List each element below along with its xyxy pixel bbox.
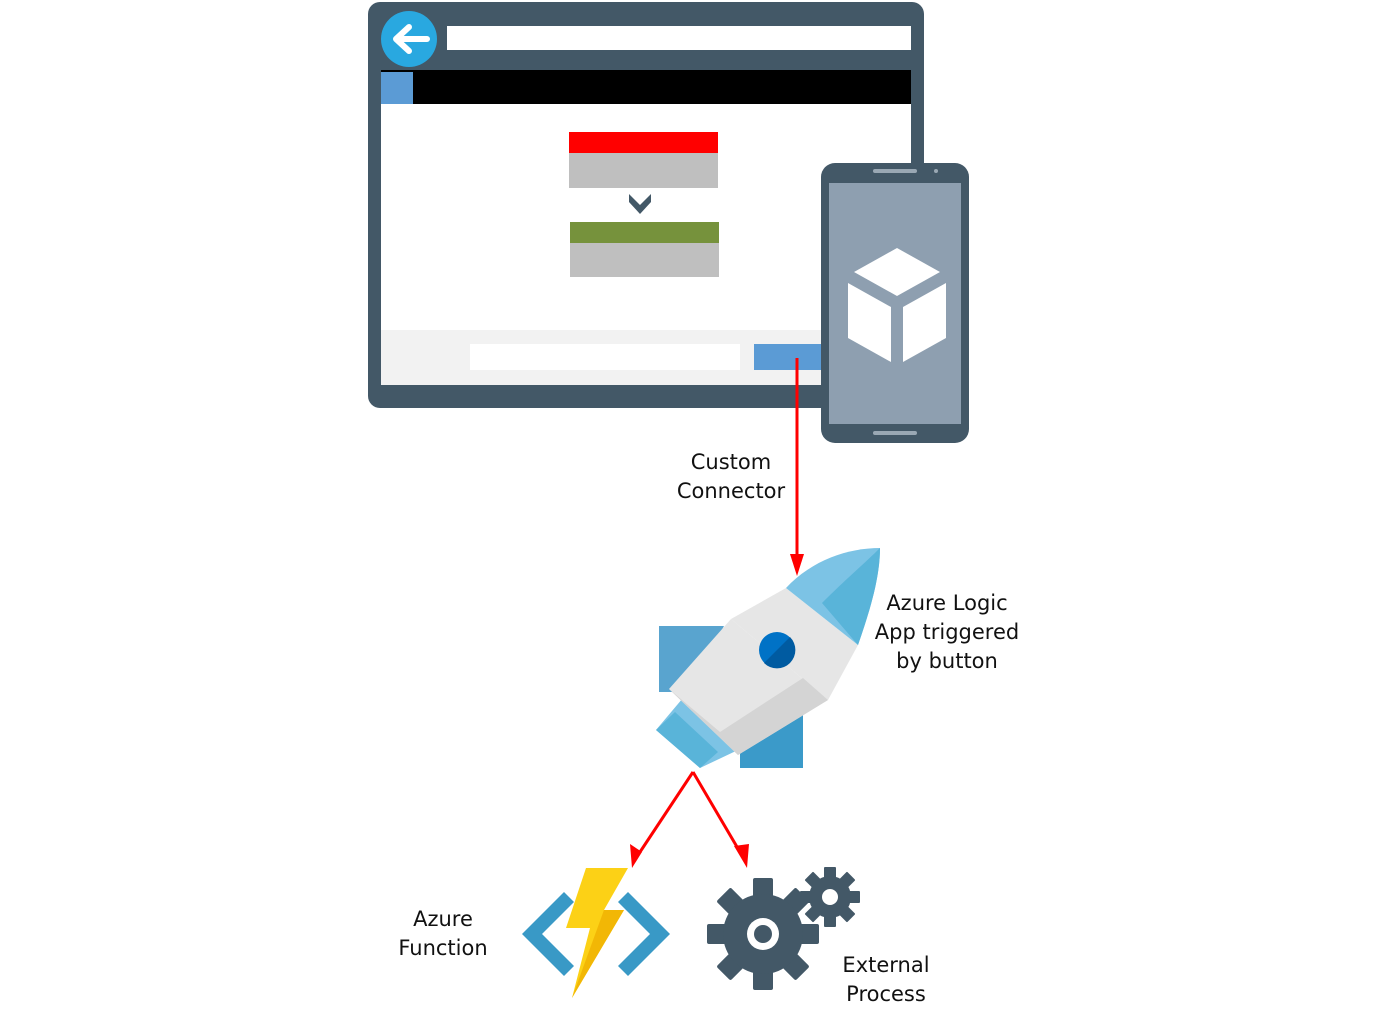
phone bbox=[821, 163, 969, 443]
logic-app-label-line1: Azure Logic bbox=[886, 591, 1008, 615]
external-process-label-line2: Process bbox=[846, 982, 926, 1006]
large-gear-icon bbox=[707, 878, 819, 990]
azure-function-label-line2: Function bbox=[398, 936, 488, 960]
chevron-down-icon bbox=[629, 194, 651, 214]
connector-arrow bbox=[790, 358, 804, 576]
logic-app-label-line2: App triggered bbox=[874, 620, 1020, 644]
small-gear-icon bbox=[800, 867, 860, 927]
azure-function-icon bbox=[522, 868, 670, 998]
gears-icon bbox=[707, 867, 860, 990]
azure-function-label: Azure Function bbox=[388, 905, 498, 963]
arrow-to-function bbox=[630, 771, 695, 868]
custom-connector-label-line1: Custom bbox=[690, 450, 772, 474]
toolbar-tab bbox=[381, 72, 413, 104]
external-process-label: External Process bbox=[830, 951, 942, 1009]
azure-function-label-line1: Azure bbox=[413, 907, 473, 931]
toolbar-bar bbox=[381, 70, 911, 104]
back-arrow-icon[interactable] bbox=[381, 11, 437, 67]
flow-card-red bbox=[569, 132, 718, 188]
footer-button[interactable] bbox=[754, 344, 834, 370]
flow-card-green bbox=[570, 222, 719, 277]
footer-input bbox=[470, 344, 740, 370]
rocket-icon bbox=[656, 548, 880, 768]
arrow-to-external bbox=[691, 771, 749, 868]
logic-app-label-line3: by button bbox=[896, 649, 998, 673]
logic-app-label: Azure Logic App triggered by button bbox=[868, 589, 1026, 676]
custom-connector-label-line2: Connector bbox=[676, 479, 786, 503]
custom-connector-label: Custom Connector bbox=[665, 448, 797, 506]
address-bar bbox=[447, 26, 911, 50]
external-process-label-line1: External bbox=[842, 953, 930, 977]
cube-icon bbox=[848, 248, 946, 362]
